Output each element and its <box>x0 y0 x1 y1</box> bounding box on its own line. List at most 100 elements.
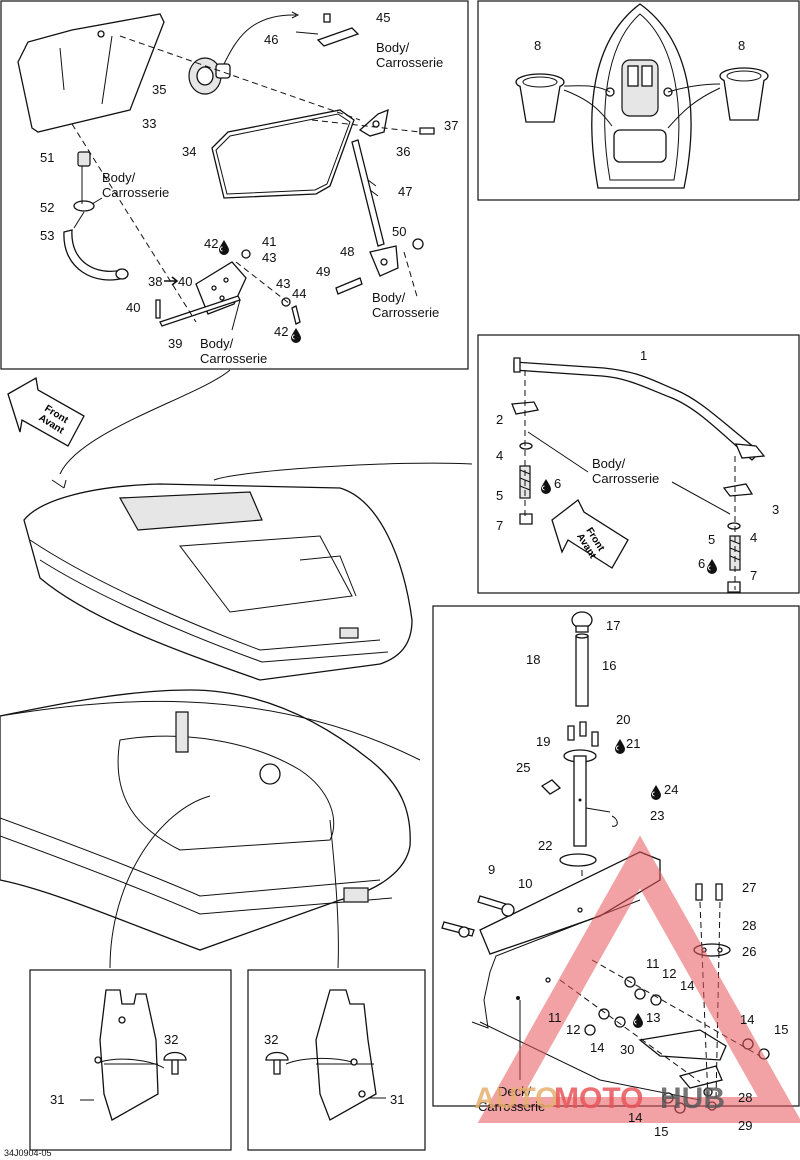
callout-14-mid: 14 <box>590 1040 604 1055</box>
callout-8-left: 8 <box>534 38 541 53</box>
callout-25: 25 <box>516 760 530 775</box>
screws-20 <box>567 721 599 747</box>
door-panel-33 <box>17 13 165 133</box>
callout-6-left: 6 <box>554 476 561 491</box>
callout-40-top: 40 <box>178 274 192 289</box>
callout-24: 24 <box>664 782 678 797</box>
svg-text:Carrosserie: Carrosserie <box>592 471 659 486</box>
adhesive-drop-icon <box>218 239 230 256</box>
callout-19: 19 <box>536 734 550 749</box>
callout-15-bottom: 15 <box>654 1124 668 1139</box>
drain-plug-51 <box>77 151 91 167</box>
svg-text:Deck/: Deck/ <box>498 1084 532 1099</box>
panel-bottom-left <box>29 969 232 1151</box>
figure-code: 34J0904-05 <box>4 1148 52 1158</box>
cup-holder-left <box>515 73 565 123</box>
callout-32-left: 32 <box>164 1032 178 1047</box>
svg-text:Carrosserie: Carrosserie <box>372 305 439 320</box>
callout-2: 2 <box>496 412 503 427</box>
callout-14-top: 14 <box>680 978 694 993</box>
callout-13: 13 <box>646 1010 660 1025</box>
bracket-48 <box>369 245 399 277</box>
callout-28-top: 28 <box>742 918 756 933</box>
bracket-36 <box>358 108 389 137</box>
callout-14-right: 14 <box>740 1012 754 1027</box>
bimini-lower <box>734 443 766 459</box>
callout-39: 39 <box>168 336 182 351</box>
callout-45: 45 <box>376 10 390 25</box>
pole-16 <box>575 633 589 707</box>
callout-15-right: 15 <box>774 1022 788 1037</box>
svg-text:Body/: Body/ <box>102 170 136 185</box>
callout-34: 34 <box>182 144 196 159</box>
callout-42-top: 42 <box>204 236 218 251</box>
bolts-9-10 <box>441 895 515 938</box>
callout-40: 40 <box>126 300 140 315</box>
panel-top-left <box>0 0 469 370</box>
svg-text:HUB: HUB <box>660 1082 725 1115</box>
body-label-top: Body/ Carrosserie <box>376 40 443 70</box>
callout-44: 44 <box>292 286 306 301</box>
callout-labels: 45 46 35 33 34 36 37 47 51 52 53 42 41 4… <box>40 10 788 1139</box>
callout-36: 36 <box>396 144 410 159</box>
svg-text:Body/: Body/ <box>372 290 406 305</box>
callout-10: 10 <box>518 876 532 891</box>
clamp-52 <box>73 197 103 212</box>
hose-53 <box>63 229 129 281</box>
deck-label: Deck/ Carrosserie <box>478 1084 545 1114</box>
callout-4-left: 4 <box>496 448 503 463</box>
callout-18: 18 <box>526 652 540 667</box>
svg-text:Body/: Body/ <box>592 456 626 471</box>
callout-32-right: 32 <box>264 1032 278 1047</box>
callout-41: 41 <box>262 234 276 249</box>
front-arrow-icon-left <box>7 376 85 447</box>
boat-top-view <box>591 3 692 189</box>
adhesive-drop-icon <box>540 478 552 495</box>
boat-perspective <box>23 483 413 681</box>
svg-text:Carrosserie: Carrosserie <box>376 55 443 70</box>
body-label-hinge: Body/ Carrosserie <box>200 336 267 366</box>
svg-text:Carrosserie: Carrosserie <box>200 351 267 366</box>
callout-27: 27 <box>742 880 756 895</box>
adhesive-drop-icon <box>290 327 302 344</box>
callout-31-right: 31 <box>390 1092 404 1107</box>
callout-4-right: 4 <box>750 530 757 545</box>
side-panel-31-right <box>315 989 377 1121</box>
adhesive-drop-icon <box>632 1012 644 1029</box>
adhesive-drop-icon <box>614 738 626 755</box>
push-fastener-32-left <box>163 1051 187 1075</box>
svg-text:Body/: Body/ <box>200 336 234 351</box>
callout-1: 1 <box>640 348 647 363</box>
callout-11-top: 11 <box>646 956 660 971</box>
cup-holder-right <box>719 67 769 121</box>
hinge-35 <box>188 57 231 95</box>
callout-7-right: 7 <box>750 568 757 583</box>
callout-50: 50 <box>392 224 406 239</box>
callout-20: 20 <box>616 712 630 727</box>
front-arrow-icon-right <box>551 499 629 569</box>
bracket-30 <box>638 1029 727 1089</box>
callout-12-top: 12 <box>662 966 676 981</box>
watermark-text: AUTO MOTO HUB <box>474 1082 725 1115</box>
body-label-bimini: Body/ Carrosserie <box>592 456 659 486</box>
screws-27 <box>695 883 723 901</box>
body-label-strut: Body/ Carrosserie <box>372 290 439 320</box>
knob-17 <box>571 611 593 633</box>
callout-5-left: 5 <box>496 488 503 503</box>
body-label-drain: Body/ Carrosserie <box>102 170 169 200</box>
bimini-bar-1 <box>513 357 761 461</box>
callout-29: 29 <box>738 1118 752 1133</box>
push-fastener-32-right <box>265 1051 289 1075</box>
callout-47: 47 <box>398 184 412 199</box>
adhesive-drop-icon <box>706 558 718 575</box>
callout-7-left: 7 <box>496 518 503 533</box>
callout-37: 37 <box>444 118 458 133</box>
watermark-triangle <box>477 835 800 1123</box>
bimini-right-hardware <box>722 483 754 593</box>
svg-text:MOTO: MOTO <box>554 1082 643 1115</box>
panel-bimini <box>477 334 800 594</box>
callout-23: 23 <box>650 808 664 823</box>
callout-11-bottom: 11 <box>548 1010 562 1025</box>
callout-16: 16 <box>602 658 616 673</box>
